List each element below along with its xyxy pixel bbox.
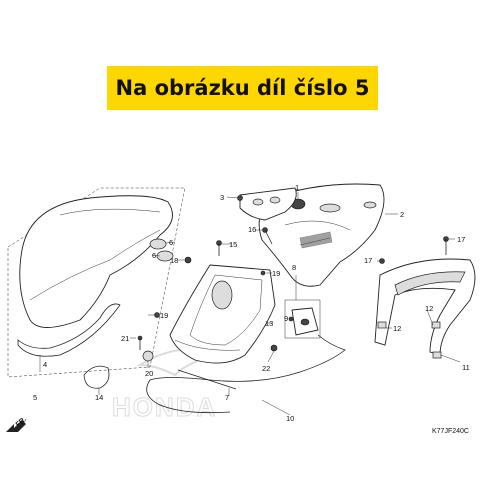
callout-1: 1 bbox=[295, 183, 299, 192]
callout-6a: 6 bbox=[169, 238, 173, 247]
fasteners bbox=[137, 195, 449, 362]
callout-13: 13 bbox=[265, 319, 273, 328]
callout-6b: 6 bbox=[152, 251, 156, 260]
seal-ring bbox=[83, 365, 110, 389]
diagram-code: K77JF240C bbox=[432, 428, 469, 435]
callout-12b: 12 bbox=[425, 304, 433, 313]
seat-lock bbox=[284, 299, 321, 339]
leader-lines bbox=[130, 192, 461, 416]
seat-base-rim bbox=[17, 303, 121, 357]
honda-watermark: HONDA bbox=[112, 348, 224, 423]
rear-center-cover bbox=[258, 183, 385, 287]
callout-19a: 19 bbox=[272, 269, 280, 278]
callout-labels: 1 2 3 4 5 6 6 7 8 9 10 11 12 12 13 14 15… bbox=[33, 183, 470, 423]
callout-19b: 19 bbox=[160, 311, 168, 320]
seat-lock-cable bbox=[146, 334, 346, 414]
callout-9: 9 bbox=[284, 314, 288, 323]
callout-10: 10 bbox=[286, 414, 294, 423]
callout-4: 4 bbox=[43, 360, 47, 369]
seat-assembly-group bbox=[7, 187, 186, 378]
callout-17a: 17 bbox=[457, 235, 465, 244]
callout-12a: 12 bbox=[393, 324, 401, 333]
callout-22: 22 bbox=[262, 364, 270, 373]
callout-15: 15 bbox=[229, 240, 237, 249]
callout-7: 7 bbox=[225, 393, 229, 402]
callout-2: 2 bbox=[400, 210, 404, 219]
watermark-text: HONDA bbox=[112, 392, 217, 422]
callout-20: 20 bbox=[145, 369, 153, 378]
direction-label: FR. bbox=[15, 416, 28, 429]
callout-11: 11 bbox=[462, 363, 470, 372]
callout-8: 8 bbox=[292, 263, 296, 272]
long-bolt bbox=[177, 369, 237, 390]
tail-cover bbox=[239, 187, 297, 221]
callout-14: 14 bbox=[95, 393, 103, 402]
callout-16: 16 bbox=[248, 225, 256, 234]
rubber-bumpers bbox=[149, 238, 174, 262]
grab-rail bbox=[374, 258, 476, 356]
callout-17b: 17 bbox=[364, 256, 372, 265]
front-direction-arrow: FR. bbox=[6, 416, 28, 432]
callout-18: 18 bbox=[170, 256, 178, 265]
seat bbox=[19, 195, 173, 328]
luggage-box bbox=[169, 264, 276, 364]
callout-21: 21 bbox=[121, 334, 129, 343]
callout-3: 3 bbox=[220, 193, 224, 202]
callout-5: 5 bbox=[33, 393, 37, 402]
part-number-banner: Na obrázku díl číslo 5 bbox=[107, 66, 378, 110]
